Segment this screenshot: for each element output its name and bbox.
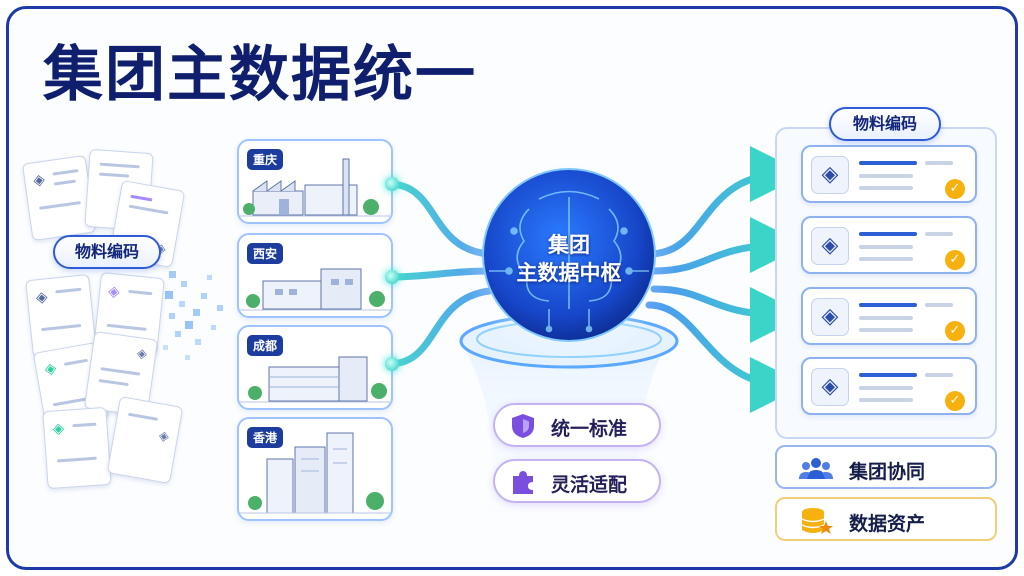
feature-unified-standard[interactable]: 统一标准 (493, 403, 661, 447)
site-card-xian[interactable]: 西安 (237, 233, 393, 318)
cube-icon: ◈ (43, 358, 58, 379)
flow-layer (159, 146, 806, 567)
feature-flexible-adapt[interactable]: 灵活适配 (493, 459, 661, 503)
site-label: 西安 (247, 243, 284, 264)
hub-title-line2: 主数据中枢 (516, 261, 622, 285)
cube-icon: ◈ (51, 418, 65, 438)
document-card: ◈ (106, 396, 184, 484)
site-label: 香港 (247, 427, 284, 448)
factory-icon (239, 268, 391, 311)
cube-icon: ◈ (135, 346, 148, 363)
people-icon (799, 458, 833, 479)
pixel-stream (159, 259, 223, 360)
material-code-item[interactable]: ◈ ✓ (801, 216, 977, 274)
material-code-item[interactable]: ◈ ✓ (801, 357, 977, 415)
document-card: ◈ (42, 406, 112, 490)
check-icon: ✓ (945, 391, 965, 411)
diagram-frame: 集团主数据统一 ◈ ◈ ◈ ◈ ◈ ◈ ◈ ◈ ◈ 物料编码 重庆 (6, 6, 1018, 570)
feature-label: 灵活适配 (551, 474, 628, 496)
hub-title-line1: 集团 (548, 233, 590, 257)
connector-dot (385, 270, 399, 284)
site-card-chengdu[interactable]: 成都 (237, 325, 393, 410)
cube-icon: ◈ (811, 298, 849, 336)
outcome-label: 集团协同 (849, 461, 926, 483)
cube-icon: ◈ (811, 156, 849, 194)
feature-label: 统一标准 (551, 418, 628, 440)
document-card: ◈ (21, 154, 97, 242)
skyscraper-icon (239, 432, 391, 514)
check-icon: ✓ (945, 321, 965, 341)
check-icon: ✓ (945, 250, 965, 270)
factory-icon (239, 158, 391, 217)
pedestal-beam (459, 339, 669, 567)
connector-dot (385, 357, 399, 371)
material-code-label-right: 物料编码 (829, 107, 941, 141)
site-label: 成都 (247, 335, 284, 356)
connector-dot (385, 177, 399, 191)
puzzle-icon (513, 471, 533, 494)
material-code-label-left: 物料编码 (53, 235, 161, 269)
cube-icon: ◈ (157, 428, 171, 445)
check-icon: ✓ (945, 179, 965, 199)
outcome-group-collaboration[interactable]: 集团协同 (775, 445, 997, 489)
site-label: 重庆 (247, 149, 284, 170)
outcome-label: 数据资产 (849, 513, 926, 535)
material-code-item[interactable]: ◈ ✓ (801, 287, 977, 345)
cube-icon: ◈ (811, 368, 849, 406)
material-code-item[interactable]: ◈ ✓ (801, 145, 977, 203)
cube-icon: ◈ (32, 169, 46, 190)
brain-circuit-icon (489, 190, 649, 333)
site-card-hongkong[interactable]: 香港 (237, 417, 393, 521)
shield-icon (512, 414, 534, 438)
cube-icon: ◈ (107, 281, 121, 301)
page-title: 集团主数据统一 (43, 40, 477, 110)
site-card-chongqing[interactable]: 重庆 (237, 139, 393, 224)
cube-icon: ◈ (34, 287, 49, 307)
factory-icon (239, 356, 391, 403)
cube-icon: ◈ (811, 227, 849, 265)
database-star-icon (801, 508, 833, 534)
outcome-data-asset[interactable]: 数据资产 (775, 497, 997, 541)
